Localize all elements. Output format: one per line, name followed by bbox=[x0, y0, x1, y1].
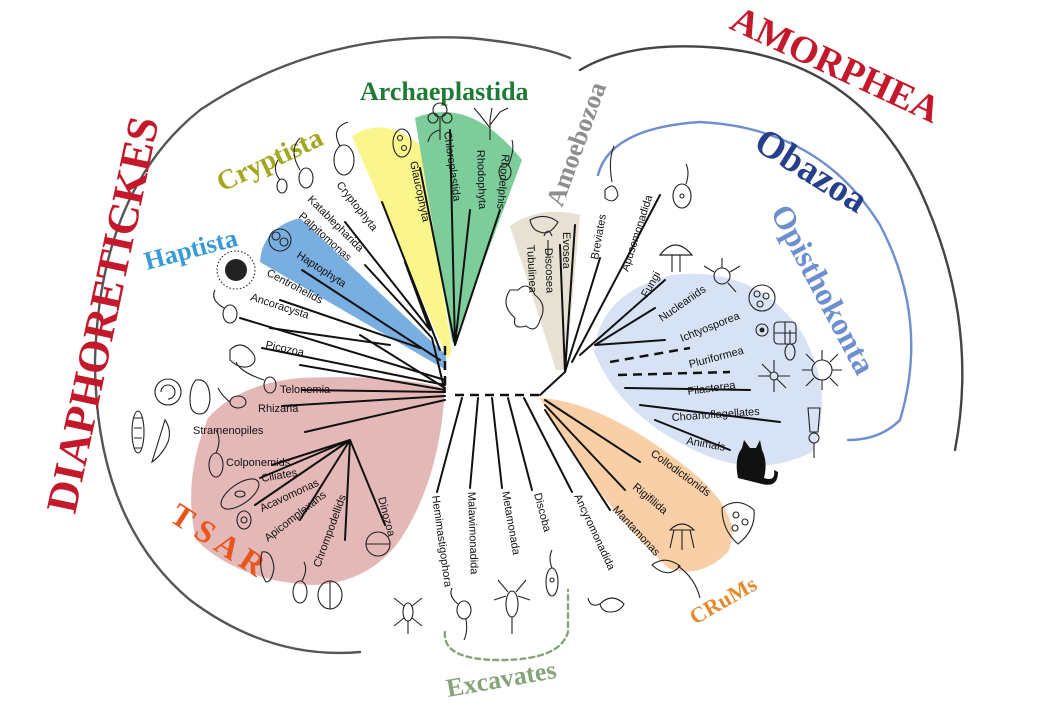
rhizarian-cell-icon bbox=[217, 387, 247, 409]
ancyromonad-cell-icon bbox=[587, 597, 625, 613]
haptophyte-cell-icon bbox=[268, 228, 292, 252]
obazoa-bracket bbox=[596, 120, 913, 442]
telonemia-cell-icon bbox=[235, 361, 277, 394]
malawimonad-cell-icon bbox=[450, 587, 472, 641]
taxon-metamonada: Metamonada bbox=[499, 490, 522, 556]
taxon-malawimonadida: Malawimonadida bbox=[465, 492, 480, 576]
sponge-choanocyte-icon bbox=[807, 407, 821, 458]
dinoflagellate-cyst-icon bbox=[317, 580, 343, 610]
amoebozoa-label: Amoebozoa bbox=[540, 78, 612, 210]
multicellular-cluster-icon bbox=[773, 321, 797, 345]
taxon-colponemids: Colponemids bbox=[226, 457, 291, 469]
nucleariid-cell-icon bbox=[703, 258, 741, 293]
taxon-rhodophyta: Rhodophyta bbox=[474, 150, 488, 211]
taxon-rhizaria: Rhizaria bbox=[258, 403, 299, 415]
taxon-breviates: Breviates bbox=[589, 213, 609, 261]
excavates-bracket bbox=[443, 588, 570, 662]
radiolarian-spiny-icon bbox=[802, 350, 842, 390]
taxon-tubulinea: Tubulinea bbox=[524, 245, 539, 294]
cryptista-label: Cryptista bbox=[212, 122, 328, 198]
taxon-discosea: Discosea bbox=[542, 248, 556, 295]
crums-label: CRuMs bbox=[685, 571, 761, 630]
taxon-evosea: Evosea bbox=[560, 232, 572, 270]
taxon-apusomonadida: Apusomonadida bbox=[619, 193, 655, 273]
pluriformea-cell-icon bbox=[755, 323, 769, 337]
rhodelphis-cell-icon bbox=[498, 139, 514, 181]
amoeba-icon bbox=[505, 285, 544, 330]
metamonad-cell-icon bbox=[493, 579, 531, 634]
evosea-sporocarp-icon bbox=[543, 230, 553, 256]
collodictyon-cell-icon bbox=[721, 501, 755, 545]
discoba-euglenid-icon bbox=[545, 549, 559, 597]
apicomplexan-zoite-icon bbox=[260, 551, 275, 583]
archaeplastida-label: Archaeplastida bbox=[360, 77, 529, 106]
taxon-hemimastigophora: Hemimastigophora bbox=[429, 495, 454, 589]
cryptophyte-cell-icon bbox=[333, 121, 355, 176]
taxon-rhodelphis: Rhodelphis bbox=[494, 154, 511, 210]
mantamonas-cell-icon bbox=[651, 559, 701, 599]
ichthyosporean-cyst-icon bbox=[748, 284, 776, 312]
dinoflagellate-cell-icon bbox=[365, 531, 391, 557]
taxon-picozoa: Picozoa bbox=[264, 339, 306, 359]
colponemid-cell-icon bbox=[208, 429, 224, 478]
acavomonas-cell-icon bbox=[236, 510, 252, 530]
palpitomonas-cell-icon bbox=[274, 159, 288, 194]
mushroom-icon bbox=[658, 244, 694, 272]
amorphea-label: AMORPHEA bbox=[724, 0, 947, 132]
amphora-shell-icon bbox=[189, 379, 211, 415]
taxon-discoba: Discoba bbox=[531, 492, 553, 534]
obazoa-label: Obazoa bbox=[747, 120, 875, 222]
cat-animal-icon bbox=[736, 440, 778, 485]
taxon-telonemia: Telonemia bbox=[280, 384, 331, 396]
rigifilida-cell-icon bbox=[668, 523, 696, 550]
flower-icon bbox=[427, 102, 453, 143]
haptista-region bbox=[260, 218, 446, 370]
picozoa-cell-icon bbox=[229, 344, 256, 368]
tree-branches bbox=[239, 129, 781, 541]
filasterean-cell-icon bbox=[758, 360, 790, 392]
chrompodellid-cell-icon bbox=[292, 561, 308, 604]
taxon-stramenopiles: Stramenopiles bbox=[193, 425, 264, 437]
katablepharid-cell-icon bbox=[293, 137, 314, 189]
crums-region bbox=[540, 398, 733, 572]
ancoracysta-cell-icon bbox=[213, 289, 238, 324]
amorphea-bracket bbox=[578, 45, 964, 452]
diaphoretickes-label: DIAPHORETICKES bbox=[37, 112, 169, 517]
centrohelid-sun-icon bbox=[216, 250, 256, 290]
opisthokonta-region bbox=[594, 273, 822, 466]
breviate-cell-icon bbox=[604, 145, 619, 202]
diatom-shell-icon bbox=[131, 410, 145, 454]
excavates-label: Excavates bbox=[444, 655, 559, 703]
cryptista-region bbox=[352, 127, 452, 361]
ciliate-paramecium-icon bbox=[220, 478, 260, 510]
brown-alga-frond-icon bbox=[150, 418, 171, 464]
diaphoretickes-bracket bbox=[93, 36, 572, 655]
apusomonad-cell-icon bbox=[672, 163, 692, 209]
glaucophyte-cell-icon bbox=[392, 128, 412, 158]
foraminifera-shell-icon bbox=[154, 378, 182, 406]
hemimastigote-cell-icon bbox=[393, 597, 423, 634]
choanoflagellate-cell-icon bbox=[784, 330, 796, 361]
red-alga-seaweed-icon bbox=[473, 107, 509, 140]
organism-sketches bbox=[131, 102, 842, 641]
